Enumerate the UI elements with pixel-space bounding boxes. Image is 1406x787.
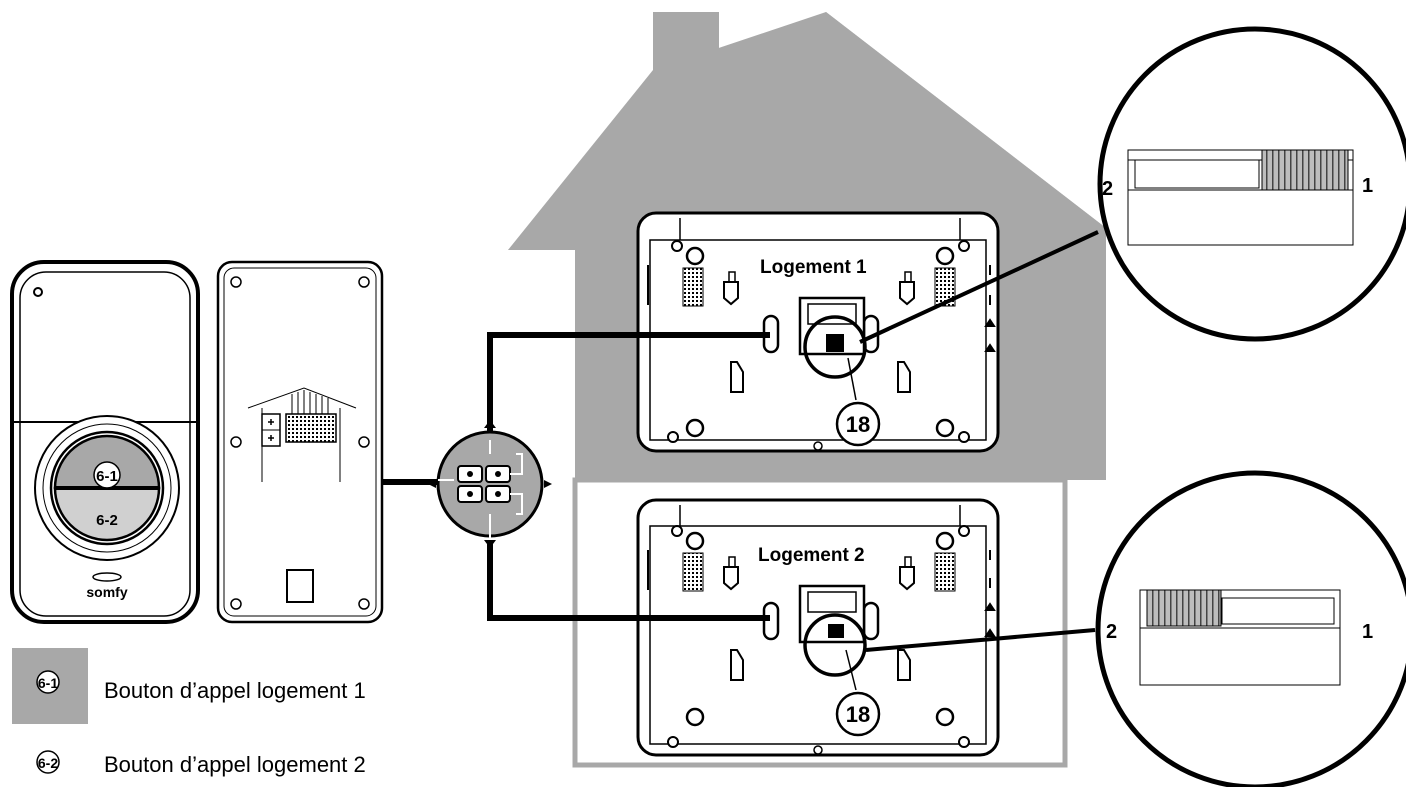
svg-text:18: 18 — [846, 702, 870, 727]
legend-text-1: Bouton d’appel logement 1 — [104, 678, 366, 703]
svg-text:6-2: 6-2 — [96, 512, 118, 529]
zoom-view-bottom: 2 1 — [865, 470, 1406, 787]
svg-text:6-1: 6-1 — [38, 675, 58, 691]
svg-text:6-2: 6-2 — [38, 755, 58, 771]
outdoor-station-back — [216, 260, 384, 624]
svg-text:1: 1 — [1362, 175, 1373, 197]
legend-badge-6-1: 6-1 — [36, 670, 60, 694]
zoom-view-top: 2 1 — [859, 26, 1406, 344]
outdoor-station-front: 6-1 6-2 somfy — [10, 260, 200, 624]
svg-text:2: 2 — [1106, 621, 1117, 643]
legend-text-2: Bouton d’appel logement 2 — [104, 752, 366, 777]
legend-badge-6-2: 6-2 — [36, 750, 60, 774]
label-logement-2: Logement 2 — [758, 545, 865, 566]
legend: 6-1 Bouton d’appel logement 1 6-2 Bouton… — [12, 648, 366, 777]
junction-box — [428, 420, 552, 548]
monitor-logement-1 — [636, 211, 1000, 453]
svg-text:2: 2 — [1102, 178, 1113, 200]
label-logement-1: Logement 1 — [760, 257, 867, 278]
svg-text:18: 18 — [846, 412, 870, 437]
somfy-logo: somfy — [86, 584, 127, 600]
callout-18-top: 18 — [835, 357, 881, 447]
svg-text:1: 1 — [1362, 621, 1373, 643]
callout-18-bottom: 18 — [835, 649, 881, 737]
monitor-logement-2 — [636, 498, 1000, 757]
house-roof-fill — [508, 12, 1106, 250]
svg-text:6-1: 6-1 — [96, 468, 118, 485]
